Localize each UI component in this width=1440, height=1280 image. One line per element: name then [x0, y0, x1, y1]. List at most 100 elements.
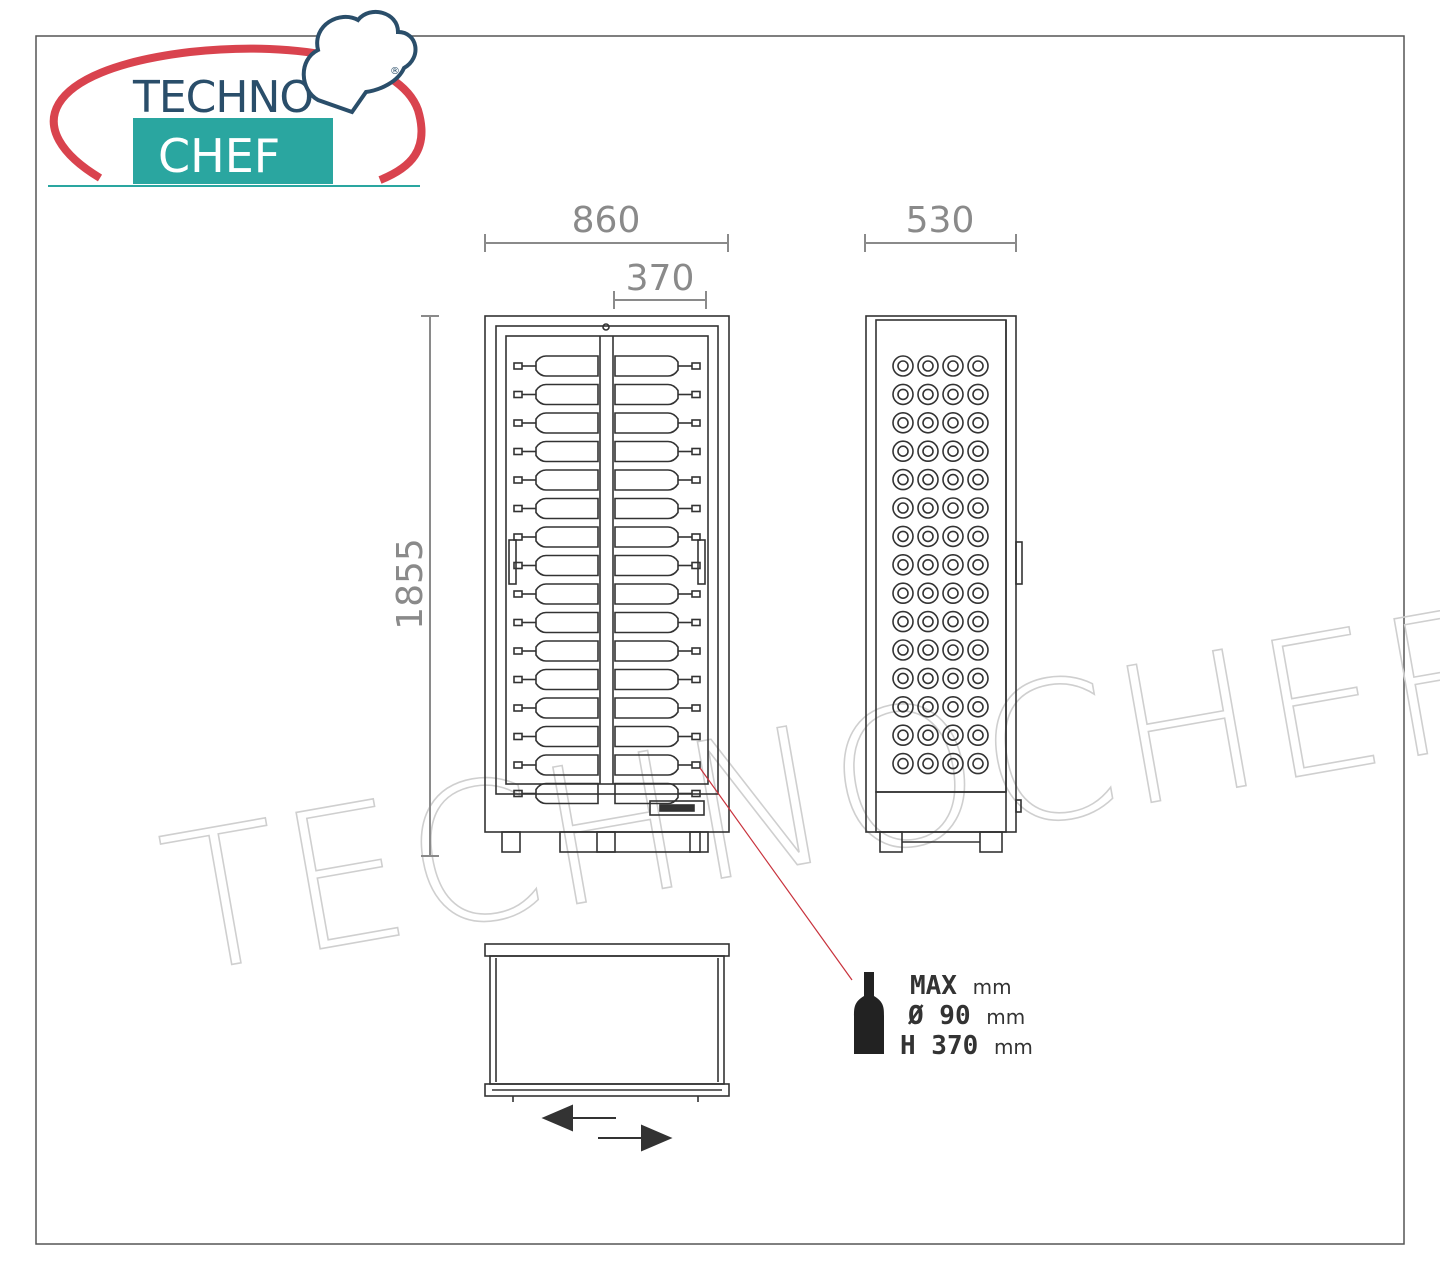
- side-bottle-end: [917, 752, 939, 775]
- side-bottle-end: [892, 411, 914, 434]
- top-view: [484, 943, 730, 1102]
- dim-door-width-label: 370: [626, 258, 695, 299]
- dim-depth-label: 530: [906, 200, 975, 241]
- side-bottle-end: [917, 610, 939, 633]
- side-bottle-end: [942, 497, 964, 519]
- side-bottle-end: [917, 695, 939, 718]
- front-bottle: [513, 412, 599, 434]
- side-bottle-end: [892, 695, 914, 718]
- front-bottle: [513, 383, 599, 406]
- side-bottle-end: [942, 667, 964, 690]
- watermark-text: TECHNOCHEF.IT: [149, 529, 1440, 1018]
- side-bottle-end: [967, 440, 989, 463]
- bottle-spec-height: H 370 mm: [900, 1031, 1033, 1061]
- side-handle: [1015, 541, 1023, 585]
- front-bottle: [513, 497, 599, 520]
- side-bottle-end: [892, 610, 914, 633]
- side-bottle-end: [917, 639, 939, 661]
- side-bottle-end: [967, 582, 989, 605]
- front-bottle: [513, 725, 599, 748]
- front-bottle: [614, 497, 701, 520]
- side-bottle-end: [892, 440, 914, 463]
- side-bottle-end: [942, 724, 964, 747]
- side-view: [865, 315, 1023, 853]
- bottle-spec-diameter: Ø 90 mm: [907, 1001, 1025, 1031]
- side-bottle-end: [942, 468, 964, 491]
- front-bottle: [614, 697, 701, 719]
- logo-swoosh: [49, 44, 426, 184]
- side-bottle-end: [942, 582, 964, 605]
- bottle-leader-line: [699, 767, 853, 981]
- front-bottle: [614, 355, 701, 377]
- bottle-icon: [854, 972, 884, 1054]
- side-bottle-end: [892, 639, 914, 661]
- front-bottle: [614, 668, 701, 691]
- front-bottle: [614, 754, 701, 776]
- side-bottle-end: [892, 752, 914, 775]
- front-bottle: [614, 640, 701, 662]
- side-bottle-end: [967, 695, 989, 718]
- logo-chef-box: [133, 118, 333, 184]
- front-bottle: [513, 469, 599, 491]
- side-bottle-end: [892, 497, 914, 519]
- side-bottle-end: [967, 639, 989, 661]
- side-bottle-end: [942, 695, 964, 718]
- side-bottle-grid: [892, 355, 989, 775]
- front-bottle: [614, 611, 701, 634]
- side-bottle-end: [917, 497, 939, 519]
- front-bottle: [614, 583, 701, 605]
- front-bottle: [513, 754, 599, 776]
- side-bottle-end: [917, 355, 939, 377]
- dim-width-label: 860: [572, 200, 641, 241]
- front-bottle-rack: [513, 355, 701, 805]
- front-bottle: [614, 782, 701, 805]
- logo-chef-text: CHEF: [158, 129, 280, 183]
- side-bottle-end: [967, 667, 989, 690]
- side-bottle-end: [892, 468, 914, 491]
- side-bottle-end: [917, 724, 939, 747]
- front-bottle: [513, 526, 599, 548]
- side-bottle-end: [917, 468, 939, 491]
- side-bottle-end: [942, 383, 964, 406]
- sliding-door-arrows: [541, 1104, 673, 1152]
- front-bottle: [513, 554, 599, 577]
- front-bottle: [614, 469, 701, 491]
- side-bottle-end: [967, 383, 989, 406]
- bottle-spec-max: MAX mm: [910, 971, 1012, 1001]
- dim-height-label: 1855: [390, 538, 431, 630]
- side-bottle-end: [917, 553, 939, 576]
- front-bottle: [614, 725, 701, 748]
- side-bottle-end: [917, 525, 939, 548]
- control-panel: [649, 800, 705, 816]
- side-bottle-end: [892, 724, 914, 747]
- brand-logo: TECHNO CHEF ®: [48, 10, 426, 187]
- side-bottle-end: [917, 383, 939, 406]
- front-bottle: [513, 640, 599, 662]
- front-bottle: [513, 668, 599, 691]
- side-bottle-end: [892, 667, 914, 690]
- front-bottle: [614, 526, 701, 548]
- side-bottle-end: [917, 582, 939, 605]
- front-bottle: [513, 355, 599, 377]
- front-bottle: [513, 782, 599, 805]
- logo-registered-mark: ®: [390, 66, 400, 77]
- front-bottle: [513, 440, 599, 463]
- front-bottle: [614, 412, 701, 434]
- front-bottle: [513, 611, 599, 634]
- side-bottle-end: [892, 383, 914, 406]
- side-bottle-end: [967, 610, 989, 633]
- side-bottle-end: [892, 525, 914, 548]
- front-bottle: [614, 554, 701, 577]
- side-bottle-end: [892, 553, 914, 576]
- side-bottle-end: [892, 582, 914, 605]
- side-bottle-end: [967, 525, 989, 548]
- dimension-lines: [421, 234, 1017, 857]
- side-bottle-end: [967, 752, 989, 775]
- front-bottle: [513, 697, 599, 719]
- side-bottle-end: [942, 411, 964, 434]
- side-bottle-end: [967, 355, 989, 377]
- side-bottle-end: [967, 468, 989, 491]
- side-bottle-end: [917, 440, 939, 463]
- side-bottle-end: [942, 639, 964, 661]
- side-bottle-end: [967, 553, 989, 576]
